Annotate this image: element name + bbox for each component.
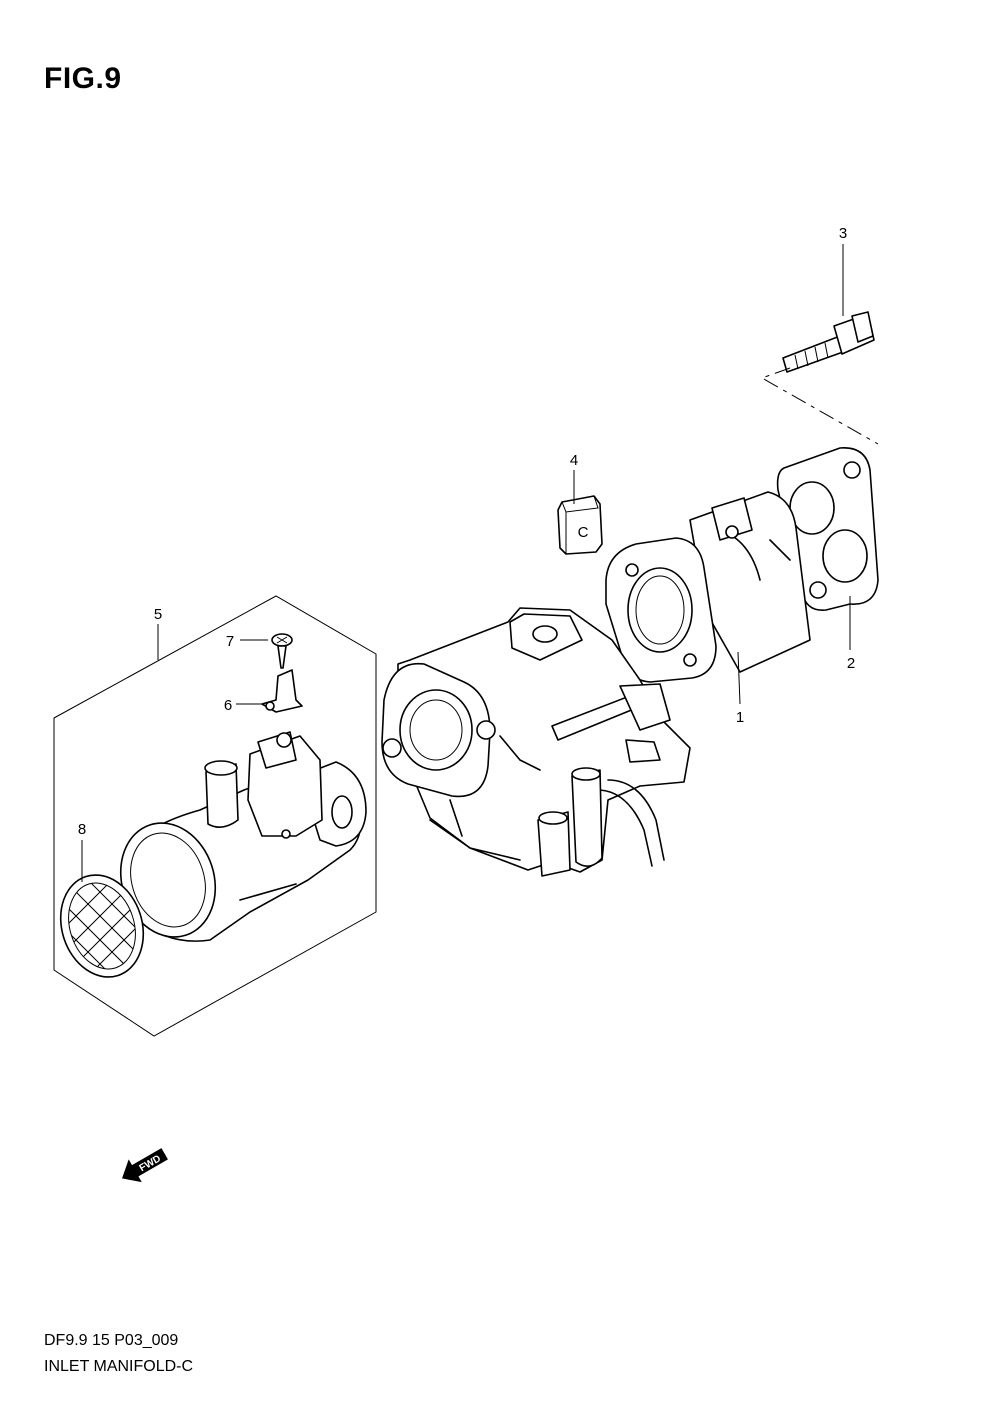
drawing-name: INLET MANIFOLD-C: [44, 1358, 194, 1375]
bolt-part[interactable]: [782, 311, 875, 373]
screen-part[interactable]: [4, 820, 196, 1036]
leader-lines: [81, 244, 851, 882]
carburetor-body[interactable]: [381, 607, 691, 877]
silencer-case-part[interactable]: [106, 731, 367, 949]
figure-title: FIG.9: [44, 62, 122, 95]
forward-arrow-icon: FWD: [122, 1148, 168, 1183]
cap-part[interactable]: C: [557, 495, 603, 555]
callout-1: 1: [736, 709, 744, 726]
callout-7: 7: [226, 633, 234, 650]
silencer-box-outline: [53, 595, 377, 1037]
forward-arrow-label: FWD: [138, 1153, 163, 1174]
assembly-dash-line: [760, 367, 879, 445]
callout-4: 4: [570, 452, 578, 469]
inlet-manifold-part[interactable]: [605, 491, 811, 683]
screw-part[interactable]: [271, 633, 293, 669]
callout-8: 8: [78, 821, 86, 838]
cap-part-letter: C: [578, 524, 589, 541]
callout-2: 2: [847, 655, 855, 672]
callout-5: 5: [154, 606, 162, 623]
bracket-part[interactable]: [261, 669, 303, 713]
callout-3: 3: [839, 225, 847, 242]
drawing-code: DF9.9 15 P03_009: [44, 1332, 179, 1349]
callout-6: 6: [224, 697, 232, 714]
